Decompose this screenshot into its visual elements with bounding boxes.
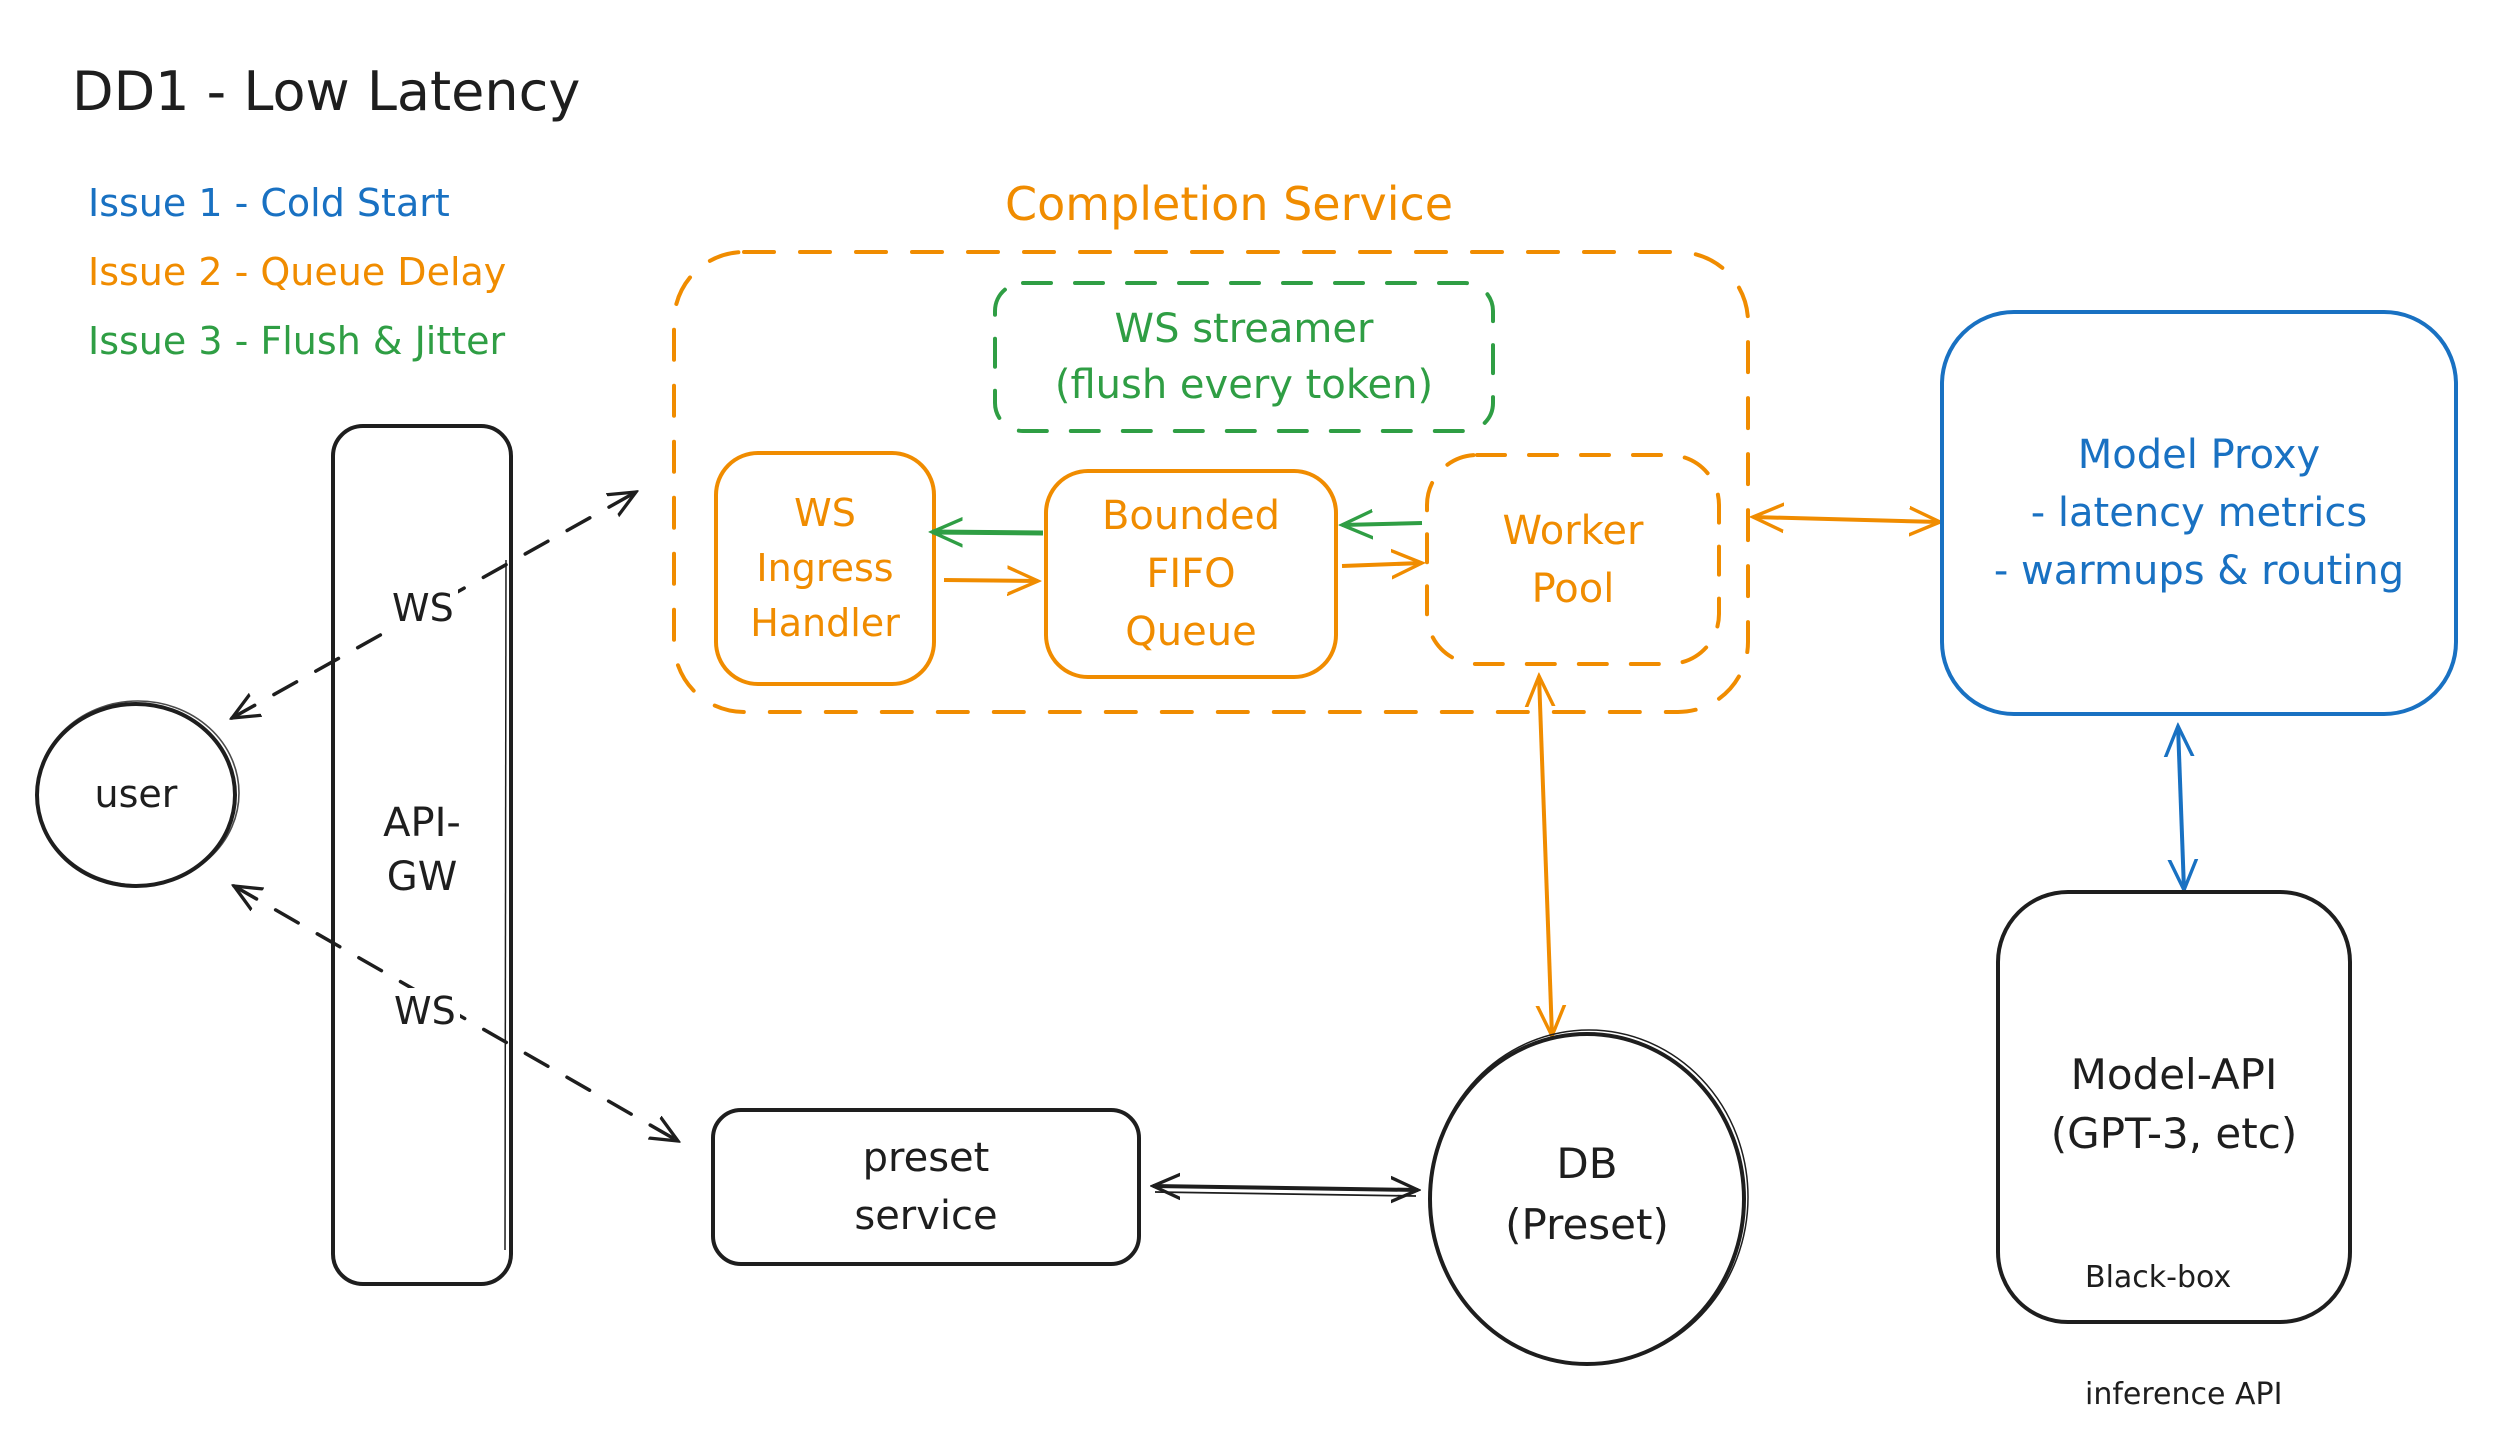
preset-service-line-1: preset xyxy=(862,1135,990,1181)
arrow-worker-db xyxy=(1539,676,1552,1036)
model-api-shape[interactable] xyxy=(1996,890,2352,1324)
ws-bottom-label: WS xyxy=(390,988,460,1036)
db-node-sketch xyxy=(1429,1029,1749,1365)
preset-service-shape[interactable] xyxy=(711,1108,1141,1266)
db-label: DB (Preset) xyxy=(1430,1130,1744,1260)
arrow-fifo-to-ingress xyxy=(932,532,1044,533)
preset-service-line-2: service xyxy=(854,1193,998,1239)
worker-pool-shape[interactable] xyxy=(1425,453,1721,666)
worker-pool-line-2: Pool xyxy=(1531,565,1615,612)
api-gw-label-line-2: GW xyxy=(386,854,458,900)
legend-issue-3: Issue 3 - Flush & Jitter xyxy=(88,319,506,363)
model-api-label: Model-API (GPT-3, etc) xyxy=(1998,1040,2350,1170)
worker-pool-label: Worker Pool xyxy=(1427,455,1719,664)
model-proxy-line-3: - warmups & routing xyxy=(1993,548,2405,594)
ws-streamer-line-1: WS streamer xyxy=(1114,306,1374,352)
model-proxy-label: Model Proxy - latency metrics - warmups … xyxy=(1942,312,2456,714)
ws-streamer-shape[interactable] xyxy=(993,281,1495,433)
model-api-note-line-1: Black-box xyxy=(2085,1260,2232,1295)
legend-issue-2: Issue 2 - Queue Delay xyxy=(88,249,507,294)
model-proxy-shape[interactable] xyxy=(1940,310,2458,716)
completion-service-container[interactable] xyxy=(672,250,1750,714)
fifo-queue-line-3: Queue xyxy=(1125,609,1257,655)
worker-pool-line-1: Worker xyxy=(1502,507,1644,554)
api-gw-shape[interactable] xyxy=(331,424,513,1286)
ws-ingress-line-3: Handler xyxy=(750,601,900,646)
completion-service-title: Completion Service xyxy=(1005,177,1454,231)
user-node-label: user xyxy=(37,755,235,835)
db-line-1: DB xyxy=(1556,1139,1618,1189)
fifo-queue-line-2: FIFO xyxy=(1146,551,1236,597)
arrow-proxy-model-api xyxy=(2178,726,2184,890)
model-api-line-1: Model-API xyxy=(2070,1050,2278,1100)
arrow-preset-db xyxy=(1153,1186,1418,1190)
arrow-fifo-to-worker xyxy=(1341,563,1422,566)
arrow-completion-model-proxy xyxy=(1753,517,1940,522)
db-line-2: (Preset) xyxy=(1505,1200,1669,1249)
ws-top-label: WS xyxy=(388,585,458,633)
legend-issue-1: Issue 1 - Cold Start xyxy=(88,181,450,225)
model-proxy-line-2: - latency metrics xyxy=(2030,490,2368,536)
model-proxy-line-1: Model Proxy xyxy=(2077,432,2321,478)
fifo-queue-label: Bounded FIFO Queue xyxy=(1046,471,1336,677)
model-api-line-2: (GPT-3, etc) xyxy=(2050,1109,2298,1158)
ws-ingress-shape[interactable] xyxy=(714,451,936,686)
api-gw-label: API- GW xyxy=(333,790,511,910)
legend: Issue 1 - Cold Start Issue 2 - Queue Del… xyxy=(88,180,507,363)
user-node-sketch xyxy=(36,700,240,886)
ws-arrow-user-to-completion xyxy=(232,492,636,718)
fifo-queue-shape[interactable] xyxy=(1044,469,1338,679)
api-gw-label-line-1: API- xyxy=(383,800,461,846)
ws-ingress-label: WS Ingress Handler xyxy=(716,453,934,684)
model-api-note: Black-box inference API xyxy=(2085,1180,2282,1453)
preset-service-label: preset service xyxy=(713,1110,1139,1264)
arrow-preset-db-sketch xyxy=(1154,1191,1417,1197)
arrow-worker-to-fifo xyxy=(1342,523,1423,525)
arrow-ingress-to-fifo xyxy=(943,580,1038,581)
ws-ingress-line-2: Ingress xyxy=(756,545,894,590)
fifo-queue-line-1: Bounded xyxy=(1101,493,1280,539)
model-api-note-line-2: inference API xyxy=(2085,1377,2283,1412)
diagram-title: DD1 - Low Latency xyxy=(72,60,581,123)
ws-ingress-line-1: WS xyxy=(794,490,856,535)
ws-streamer-label: WS streamer (flush every token) xyxy=(995,283,1493,431)
user-label: user xyxy=(94,772,178,817)
ws-streamer-line-2: (flush every token) xyxy=(1054,362,1434,408)
